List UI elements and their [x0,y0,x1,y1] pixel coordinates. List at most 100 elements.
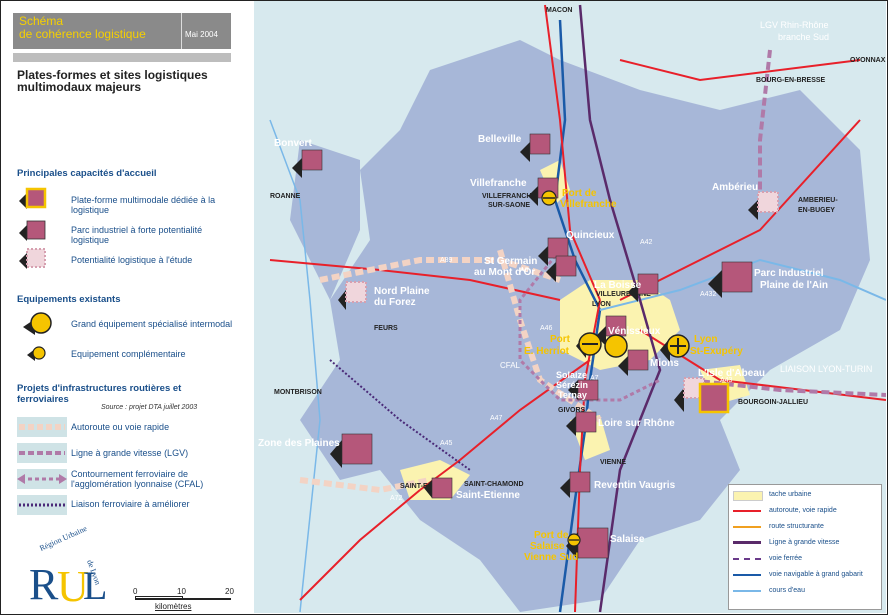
scale-segment [135,596,183,600]
map-legend-row: route structurante [733,521,881,532]
legend-potential-label: Potentialité logistique à l'étude [71,255,193,265]
equipment-port-villefranche-label-1: Port de [562,188,597,199]
place-villefranche-2: SUR-SAONE [488,202,530,209]
place-amberieu-2: EN-BUGEY [798,207,835,214]
cfal-arrow-right-icon [59,474,67,484]
annotation-a46: A46 [540,325,553,332]
header-date: Mai 2004 [185,30,218,39]
site-saint-etienne-label: Saint-Etienne [456,490,520,501]
logo-arc [38,534,100,552]
site-solaize[interactable]: Solaize Sérézin Ternay [556,370,599,401]
site-la-boisse[interactable]: La Boisse [594,273,659,302]
legend-section-capacities: Principales capacités d'accueil [17,168,157,179]
site-quincieux[interactable]: Quincieux [538,230,615,266]
annotation-a42: A42 [640,239,653,246]
equipment-lyon-st-exupery-label-2: St-Exupéry [690,346,743,357]
project-road-west [319,257,561,283]
logo-letter-u: U [57,562,89,611]
site-loire-rhone[interactable]: Loire sur Rhône [566,411,675,436]
map-legend-swatch-waterway [733,574,761,576]
equipment-port-villefranche-label-2: Villefranche [560,199,617,210]
map-legend-swatch-urban [733,491,763,501]
scale-twenty: 20 [225,587,234,596]
header-divider [181,13,182,49]
equipment-port-herriot-label-1: Port [550,334,571,345]
equipment-lyon-st-exupery-label-1: Lyon [694,334,718,345]
map-legend-label: voie ferrée [769,555,803,562]
potential-shadow-icon [19,253,27,269]
legend-panel: Schéma de cohérence logistique Mai 2004 … [1,1,253,613]
panel-title: Plates-formes et sites logistiques multi… [17,68,208,94]
site-amberieu[interactable]: Ambérieu [712,182,779,220]
territory-west [290,140,360,300]
map-canvas[interactable]: LGV Rhin-Rhône branche Sud LIAISON LYON-… [254,1,886,613]
site-isle-abeau-label: L'Isle d'Abeau [698,368,765,379]
place-saint-e: SAINT-E [400,483,428,490]
site-mions-label: Mions [650,358,679,369]
site-belleville[interactable]: Belleville [478,133,551,162]
site-st-germain-label-1: St Germain [484,256,537,267]
annotation-lyon-turin: LIAISON LYON-TURIN [780,364,872,374]
site-bonvert[interactable]: Bonvert [274,138,323,178]
site-saint-etienne[interactable]: Saint-Etienne [424,477,520,501]
major-equipment-icon [30,312,52,334]
equipment-port-herriot[interactable]: Port E. Herriot [524,332,602,358]
site-nord-forez[interactable]: Nord Plaine du Forez [338,281,430,310]
map-legend-row: tache urbaine [733,489,881,501]
annotation-a43: A43 [720,377,733,384]
map-legend-swatch-rail [733,558,761,560]
park-icon [26,220,46,240]
place-saint-chamond: SAINT-CHAMOND [464,481,524,488]
site-nord-forez-label-2: du Forez [374,297,416,308]
rail-swatch [17,495,67,515]
site-solaize-label-3: Ternay [558,390,587,400]
map-legend-row: autoroute, voie rapide [733,505,881,516]
logo-letter-l: L [83,563,107,608]
map-legend-swatch-motorway [733,510,761,512]
annotation-lgv-rr-1: LGV Rhin-Rhône [760,20,829,30]
equipment-port-salaise[interactable]: Port de Salaise Vienne Sud [524,530,581,563]
site-venissieux-label: Vénissieux [608,326,661,337]
header-title-line2: de cohérence logistique [19,27,146,41]
legend-cfal-label: Contournement ferroviaire de l'aggloméra… [71,469,204,489]
annotation-a47: A47 [490,415,503,422]
place-roanne: ROANNE [270,193,301,200]
site-plaine-ain[interactable]: Parc Industriel Plaine de l'Ain [708,261,828,298]
legend-park-label: Parc industriel à forte potentialité log… [71,225,203,245]
site-la-boisse-label: La Boisse [594,280,642,291]
capacity-symbols [19,187,47,269]
site-st-germain[interactable]: St Germain au Mont d'Or [474,255,577,282]
annotation-cfal: CFAL [500,361,521,370]
project-symbols [17,417,67,515]
rul-logo-graphic: Région Urbaine de Lyon R U L [29,524,107,611]
road-a89 [269,259,561,301]
legend-section-projects: Projets d'infrastructures routières et f… [17,383,182,405]
site-zone-plaines[interactable]: Zone des Plaines [258,433,373,468]
map-legend-label: route structurante [769,523,824,530]
equipment-lyon-st-exupery[interactable]: Lyon St-Exupéry [660,334,743,362]
map-legend-swatch-stream [733,590,761,592]
legend-minor-label: Equipement complémentaire [71,349,186,359]
site-villefranche-label: Villefranche [470,178,527,189]
lgv-line [578,4,662,613]
logo-letter-r: R [29,560,59,609]
place-villeurbanne: VILLEURBANNE [596,291,651,298]
place-givors: GIVORS [558,407,586,414]
scale-bar: 0 10 20 kilomètres [133,587,245,611]
road-a40 [619,59,861,82]
road-a6 [544,4,601,301]
place-vienne: VIENNE [600,459,626,466]
equipment-port-herriot-label-2: E. Herriot [524,346,570,357]
site-plaine-ain-label-1: Parc Industriel [754,268,824,279]
site-salaise-label: Salaise [610,534,645,545]
site-mions[interactable]: Mions [618,349,679,376]
annotation-a45: A45 [440,440,453,447]
equipment-venissieux-hub[interactable] [604,334,628,358]
map-legend-row: voie ferrée [733,553,881,564]
map-legend-label: Ligne à grande vitesse [769,539,840,546]
rul-logo: Région Urbaine de Lyon R U L [27,521,107,611]
site-reventin[interactable]: Reventin Vaugris [560,471,676,498]
equipment-port-villefranche[interactable]: Port de Villefranche [541,188,617,210]
site-loire-rhone-label: Loire sur Rhône [598,418,675,429]
site-isle-abeau[interactable]: L'Isle d'Abeau [674,368,765,414]
